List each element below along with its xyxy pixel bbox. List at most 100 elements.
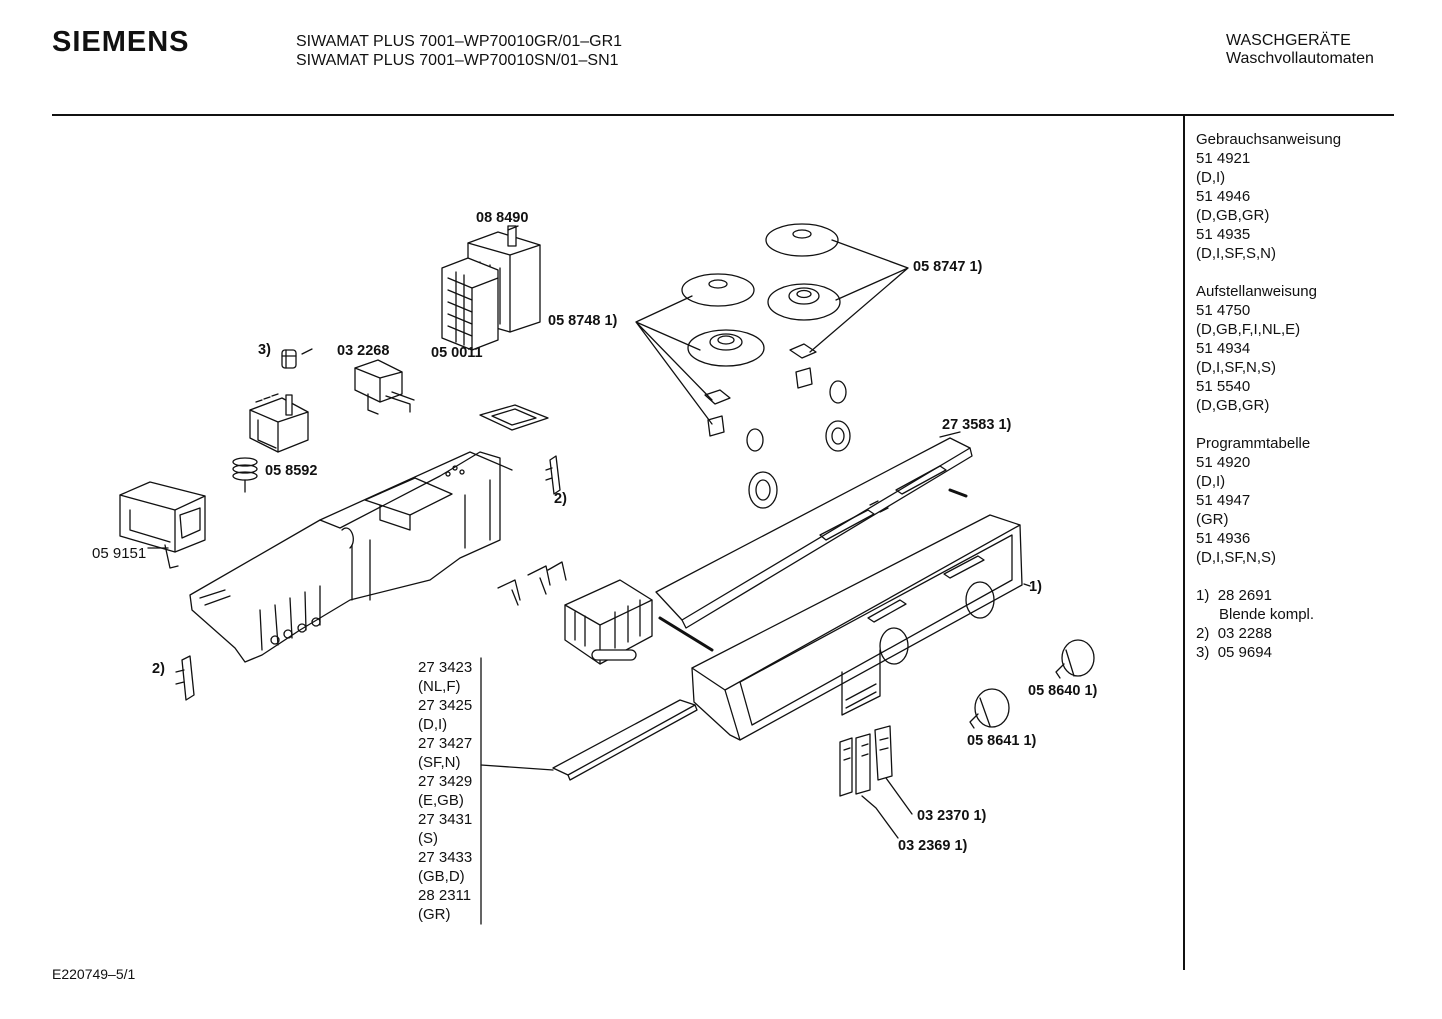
doc-row: 51 4920 xyxy=(1196,454,1251,471)
sidebar-divider xyxy=(1183,116,1185,970)
part-label: 1) xyxy=(1029,579,1042,595)
footnote-text: 05 9694 xyxy=(1217,644,1272,661)
variant-row: (GB,D) xyxy=(418,868,465,885)
footnote-mark: 2) xyxy=(1196,625,1210,642)
part-bearing-set-right xyxy=(765,223,851,452)
part-label: 05 8640 1) xyxy=(1028,683,1098,699)
part-knob xyxy=(969,688,1010,729)
variant-row: (D,I) xyxy=(418,716,448,733)
part-label: 08 8490 xyxy=(476,210,529,226)
leader-line xyxy=(301,348,313,355)
doc-row: (D,GB,GR) xyxy=(1196,397,1270,414)
leader-line xyxy=(809,239,909,353)
doc-row: 51 4947 xyxy=(1196,492,1251,509)
variant-row: 27 3431 xyxy=(418,811,473,828)
leader-line xyxy=(480,764,554,771)
category-line: WASCHGERÄTE xyxy=(1226,32,1351,49)
part-cover-panel xyxy=(655,437,973,629)
doc-row: 51 4934 xyxy=(1196,340,1251,357)
model-line: SIWAMAT PLUS 7001–WP70010SN/01–SN1 xyxy=(296,52,619,69)
variant-row: (S) xyxy=(418,830,438,847)
doc-group-heading: Gebrauchsanweisung xyxy=(1196,131,1342,148)
variant-row: (SF,N) xyxy=(418,754,461,771)
part-label-strip xyxy=(552,699,698,781)
category-line: Waschvollautomaten xyxy=(1226,50,1374,67)
part-switch-unit xyxy=(119,481,206,569)
category-title: WASCHGERÄTE Waschvollautomaten xyxy=(1226,32,1374,68)
part-label: 2) xyxy=(152,661,165,677)
part-relay-block xyxy=(441,225,541,351)
part-label: 05 8747 1) xyxy=(913,259,983,275)
part-connector xyxy=(354,359,415,415)
doc-row: (D,GB,GR) xyxy=(1196,207,1270,224)
footnote-mark: 1) xyxy=(1196,587,1210,604)
part-small-clip xyxy=(281,349,297,369)
doc-group-aufstellanweisung: Aufstellanweisung 51 4750 (D,GB,F,I,NL,E… xyxy=(1196,282,1341,415)
doc-row: (GR) xyxy=(1196,511,1229,528)
footnote: 2) 03 2288 xyxy=(1196,624,1341,643)
doc-row: 51 4946 xyxy=(1196,188,1251,205)
documentation-sidebar: Gebrauchsanweisung 51 4921 (D,I) 51 4946… xyxy=(1196,130,1341,662)
variant-row: 27 3433 xyxy=(418,849,473,866)
doc-row: 51 4936 xyxy=(1196,530,1251,547)
variant-row: 27 3427 xyxy=(418,735,473,752)
part-label: 03 2370 1) xyxy=(917,808,987,824)
doc-row: (D,I) xyxy=(1196,169,1226,186)
part-bearing-set-left xyxy=(681,273,778,509)
part-clip xyxy=(175,655,195,701)
variant-row: 27 3429 xyxy=(418,773,473,790)
part-label: 03 2268 xyxy=(337,343,390,359)
doc-group-gebrauchsanweisung: Gebrauchsanweisung 51 4921 (D,I) 51 4946… xyxy=(1196,130,1341,263)
footnote-text: 03 2288 xyxy=(1217,625,1272,642)
doc-group-heading: Programmtabelle xyxy=(1196,435,1311,452)
doc-row: (D,I) xyxy=(1196,473,1226,490)
strip-variant-list: 27 3423 (NL,F) 27 3425 (D,I) 27 3427 (SF… xyxy=(418,658,472,924)
doc-row: 51 4935 xyxy=(1196,226,1251,243)
variant-row: 27 3423 xyxy=(418,659,473,676)
variant-row: (E,GB) xyxy=(418,792,464,809)
part-label: 05 8748 1) xyxy=(548,313,618,329)
leader-line xyxy=(507,225,519,231)
part-label: 03 2369 1) xyxy=(898,838,968,854)
doc-row: 51 4921 xyxy=(1196,150,1251,167)
doc-group-heading: Aufstellanweisung xyxy=(1196,283,1317,300)
footnote: 3) 05 9694 xyxy=(1196,643,1341,662)
leader-line xyxy=(939,431,961,438)
leader-line xyxy=(635,295,713,425)
variant-row: (NL,F) xyxy=(418,678,461,695)
part-programme-selector xyxy=(232,393,309,493)
variant-row: 28 2311 xyxy=(418,887,472,904)
footnote-list: 1) 28 2691 Blende kompl. 2) 03 2288 3) 0… xyxy=(1196,586,1341,662)
part-label: 05 9151 xyxy=(92,545,147,562)
part-control-frame xyxy=(189,451,513,663)
leader-line xyxy=(1023,583,1031,587)
part-fascia-panel xyxy=(691,514,1023,741)
part-switch-block xyxy=(564,579,653,665)
part-label: 2) xyxy=(554,491,567,507)
footnote-text: 28 2691 xyxy=(1217,587,1272,604)
part-clip xyxy=(545,455,561,495)
part-label: 05 8641 1) xyxy=(967,733,1037,749)
part-push-buttons xyxy=(839,725,893,797)
header-divider xyxy=(52,114,1394,116)
model-line: SIWAMAT PLUS 7001–WP70010GR/01–GR1 xyxy=(296,33,623,50)
document-id: E220749–5/1 xyxy=(52,966,136,982)
part-label: 27 3583 1) xyxy=(942,417,1012,433)
part-contact-springs xyxy=(497,561,567,606)
brand-logo: SIEMENS xyxy=(52,26,190,58)
part-label: 05 8592 xyxy=(265,463,318,479)
footnote-mark: 3) xyxy=(1196,644,1210,661)
doc-row: 51 4750 xyxy=(1196,302,1251,319)
footnote-continuation: Blende kompl. xyxy=(1219,606,1315,623)
part-knob xyxy=(1055,639,1095,679)
exploded-view-drawing xyxy=(119,223,1095,925)
variant-row: 27 3425 xyxy=(418,697,473,714)
doc-row: (D,I,SF,N,S) xyxy=(1196,549,1277,566)
doc-row: (D,I,SF,S,N) xyxy=(1196,245,1277,262)
part-label: 05 0011 xyxy=(431,345,483,361)
doc-row: (D,GB,F,I,NL,E) xyxy=(1196,321,1301,338)
part-label: 3) xyxy=(258,342,271,358)
leader-line xyxy=(861,777,913,839)
model-list: SIWAMAT PLUS 7001–WP70010GR/01–GR1 SIWAM… xyxy=(296,32,622,70)
part-window-frame xyxy=(479,404,549,431)
